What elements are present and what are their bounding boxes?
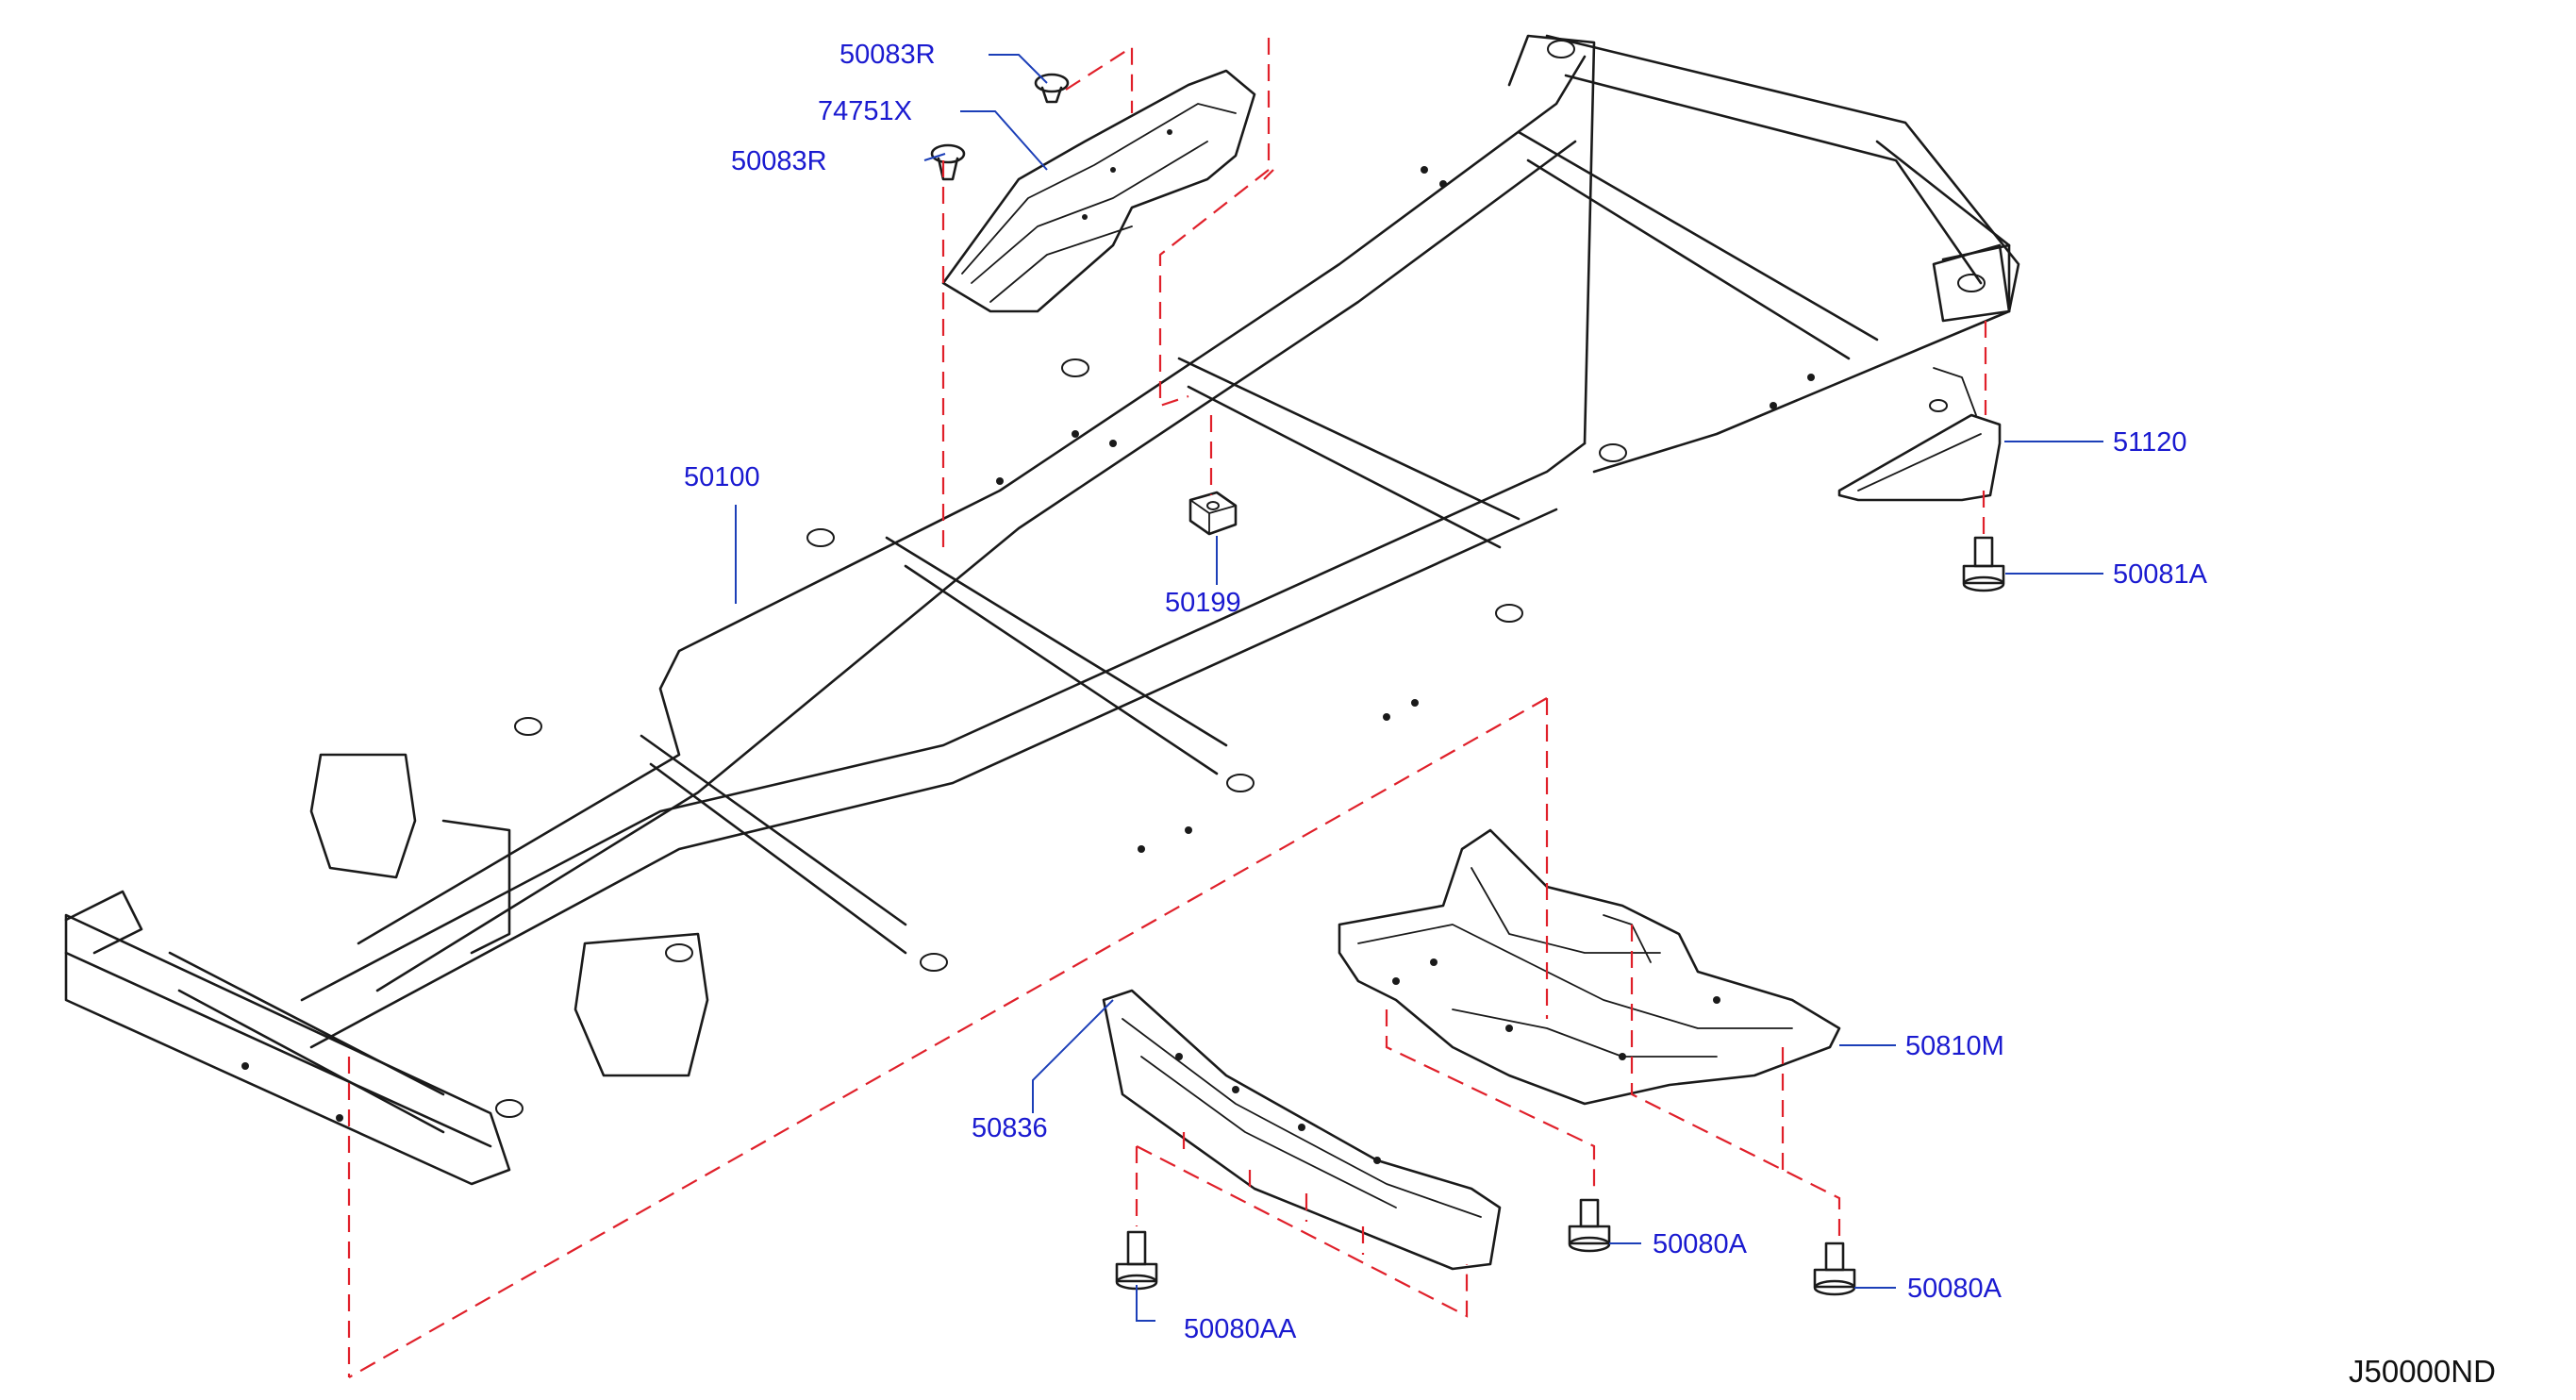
protector-74751x [941,69,1256,313]
callout-50081a: 50081A [2113,559,2208,590]
clip-50083r-top [1034,73,1070,104]
phantom-lines [347,38,1987,1378]
callout-50100: 50100 [684,462,760,492]
mount-50199 [1188,491,1238,536]
callout-50080aa: 50080AA [1184,1314,1297,1344]
callout-74751x: 74751X [818,96,912,126]
callout-51120: 51120 [2113,427,2187,458]
callout-50083r-mid: 50083R [731,146,827,176]
bolt-50080a-1 [1568,1198,1611,1253]
callout-50080a-1: 50080A [1653,1229,1748,1259]
bracket-51120 [1837,367,2002,502]
callout-50083r-top: 50083R [839,40,936,70]
bolt-50080a-2 [1813,1242,1856,1296]
diagram-code: J50000ND [2349,1354,2496,1389]
bolt-50081a [1962,536,2005,592]
callout-50080a-2: 50080A [1907,1274,2003,1304]
undercover-50810m [1338,828,1841,1106]
leader-lines [735,54,2103,1322]
bolt-50080aa [1115,1230,1158,1291]
plate-50836 [1102,989,1502,1271]
callout-50199: 50199 [1165,588,1241,618]
clip-50083r-mid [930,143,966,181]
frame-assembly [64,34,2020,1186]
callout-50810m: 50810M [1905,1031,2004,1061]
callout-50836: 50836 [972,1113,1048,1143]
